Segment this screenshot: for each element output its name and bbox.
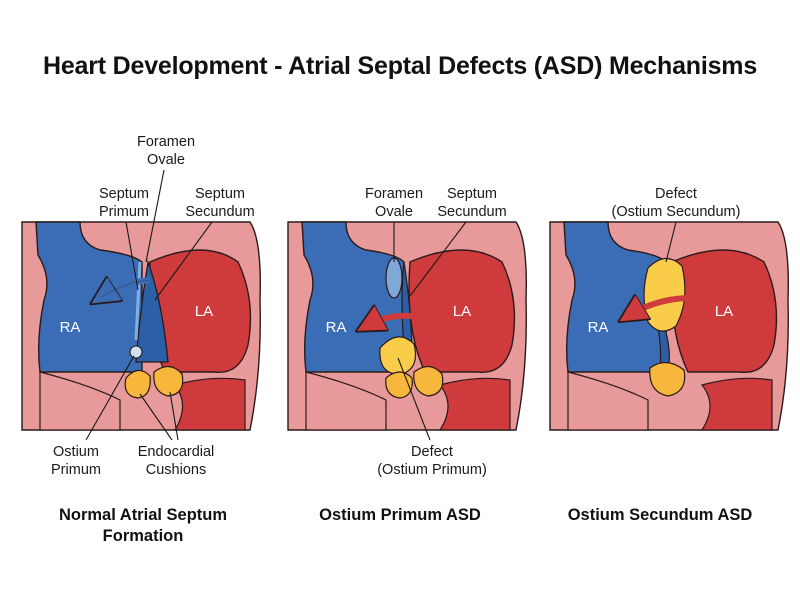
endocardial-cushion-right (153, 365, 184, 397)
leader-septum-secundum (409, 221, 467, 297)
chamber-la-label: LA (715, 303, 733, 320)
label-septum-secundum-line2: Secundum (185, 204, 254, 220)
label-foramen-ovale-line2: Ovale (147, 152, 185, 168)
label-defect-line1: Defect (411, 444, 453, 460)
label-ostium-primum-line2: Primum (51, 462, 101, 478)
panel-ostium-primum-asd: RA LA Foramen Ovale Septum Secundum Defe… (287, 186, 527, 524)
chamber-ra-label: RA (60, 319, 81, 336)
label-foramen-ovale-line1: Foramen (137, 134, 195, 150)
left-ventricle-base (700, 377, 773, 431)
left-ventricle-base (173, 377, 246, 431)
ventricle-base (567, 371, 649, 431)
label-foramen-ovale-line1: Foramen (365, 186, 423, 202)
right-atrium (301, 221, 405, 373)
leader-cushion-right (169, 391, 179, 441)
right-atrium (563, 221, 667, 373)
leader-septum-primum (125, 221, 139, 291)
flow-arrow (366, 316, 413, 326)
caption-ostium-primum: Ostium Primum ASD (319, 506, 481, 524)
leader-septum-secundum (154, 221, 213, 301)
label-septum-secundum-line1: Septum (195, 186, 245, 202)
label-defect-line2: (Ostium Secundum) (612, 204, 741, 220)
label-ostium-primum-line1: Ostium (53, 444, 99, 460)
leader-ostium-primum (85, 355, 135, 441)
label-septum-secundum-line1: Septum (447, 186, 497, 202)
chamber-la-label: LA (453, 303, 471, 320)
flow-arrow (628, 298, 701, 316)
label-endocardial-cushions-line1: Endocardial (138, 444, 215, 460)
endocardial-cushion (649, 361, 686, 397)
endocardial-cushion-left (124, 369, 151, 399)
page-title: Heart Development - Atrial Septal Defect… (42, 52, 758, 80)
septum-secundum (135, 259, 169, 363)
foramen-ovale (385, 257, 403, 299)
chamber-ra-label: RA (588, 319, 609, 336)
defect-ostium-secundum (643, 257, 686, 332)
label-defect-line2: (Ostium Primum) (377, 462, 487, 478)
label-septum-primum-line2: Primum (99, 204, 149, 220)
caption-normal-line2: Formation (103, 527, 184, 545)
caption-normal-line1: Normal Atrial Septum (59, 506, 227, 524)
septum-primum (134, 261, 142, 341)
endocardial-cushion-right (413, 365, 444, 397)
chamber-ra-label: RA (326, 319, 347, 336)
ventricle-base (305, 371, 387, 431)
leader-defect (397, 357, 431, 441)
label-septum-primum-line1: Septum (99, 186, 149, 202)
leader-cushion-left (139, 393, 173, 441)
ostium-primum (129, 345, 143, 359)
label-defect-line1: Defect (655, 186, 697, 202)
leader-defect (665, 221, 677, 263)
defect-ostium-primum (379, 336, 417, 375)
left-ventricle-base (438, 377, 511, 431)
label-endocardial-cushions-line2: Cushions (146, 462, 206, 478)
caption-ostium-secundum: Ostium Secundum ASD (568, 506, 753, 524)
panel-ostium-secundum-asd: RA LA Defect (Ostium Secundum) Ostium Se… (549, 186, 789, 524)
left-atrium (408, 249, 516, 373)
chamber-la-label: LA (195, 303, 213, 320)
panel-normal-septum: RA LA Foramen Ovale Septum Primum Septum… (21, 134, 261, 545)
label-foramen-ovale-line2: Ovale (375, 204, 413, 220)
leader-foramen-ovale (145, 169, 165, 263)
label-septum-secundum-line2: Secundum (437, 204, 506, 220)
left-atrium (670, 249, 778, 373)
